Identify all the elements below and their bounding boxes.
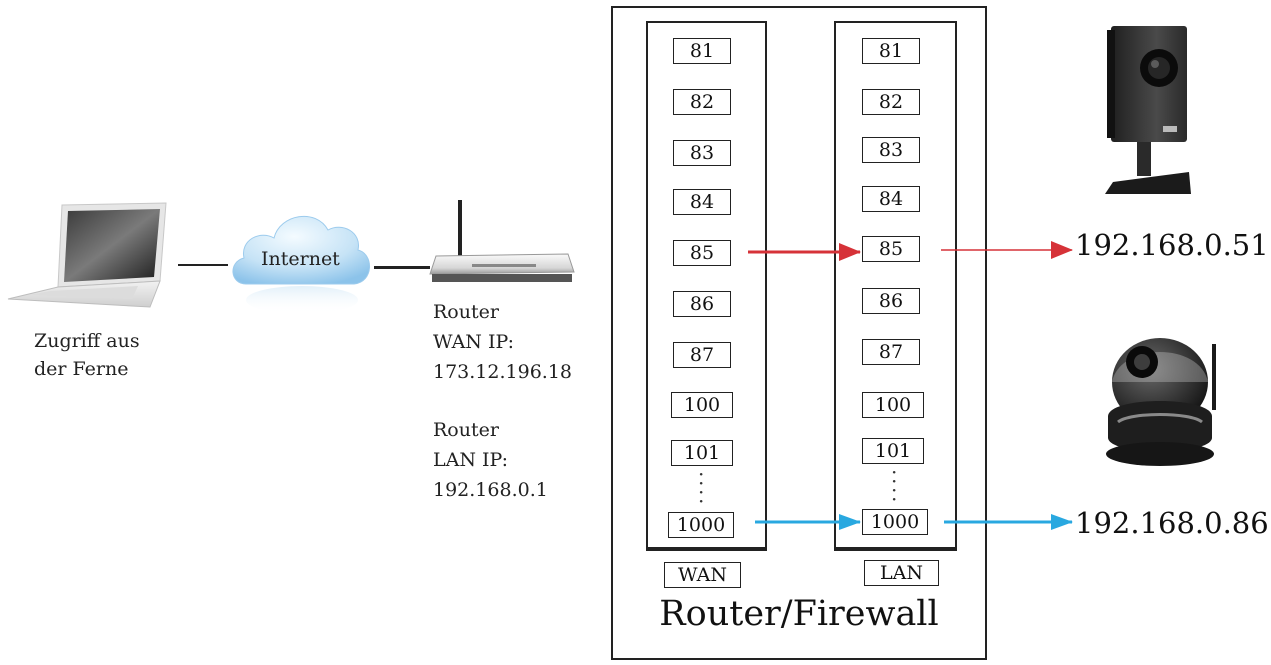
ptz-camera-icon — [1106, 338, 1216, 466]
lan-label: LAN — [864, 560, 939, 586]
laptop — [0, 195, 175, 315]
router-lan-ip: 192.168.0.1 — [433, 479, 548, 501]
router-wan-info: Router WAN IP: 173.12.196.18 — [433, 298, 572, 386]
lan-port-85: 85 — [862, 236, 920, 262]
cube-camera-icon — [1105, 26, 1191, 194]
lan-port-100: 100 — [862, 392, 924, 418]
laptop-cloud-link — [178, 264, 228, 266]
lan-port-81: 81 — [862, 38, 920, 64]
router-device — [428, 198, 576, 288]
router-lan-line1: Router — [433, 419, 499, 441]
wan-ellipsis: ···· — [698, 462, 705, 513]
wan-port-100: 100 — [671, 392, 733, 418]
wan-port-86: 86 — [673, 291, 731, 317]
router-wan-line1: Router — [433, 301, 499, 323]
router-icon — [429, 200, 575, 282]
laptop-label-line1: Zugriff aus — [34, 330, 140, 352]
wan-port-83: 83 — [673, 140, 731, 166]
wan-port-101: 101 — [671, 440, 733, 466]
laptop-label-line2: der Ferne — [34, 358, 129, 380]
laptop-label: Zugriff aus der Ferne — [34, 327, 140, 383]
router-wan-line2: WAN IP: — [433, 331, 514, 353]
cloud-icon — [232, 215, 370, 314]
router-lan-line2: LAN IP: — [433, 449, 509, 471]
camera-2 — [1090, 322, 1230, 472]
lan-port-101: 101 — [862, 438, 924, 464]
lan-port-86: 86 — [862, 288, 920, 314]
wan-port-84: 84 — [673, 189, 731, 215]
wan-port-1000: 1000 — [668, 512, 734, 538]
lan-port-84: 84 — [862, 186, 920, 212]
camera-1-ip: 192.168.0.51 — [1075, 228, 1269, 262]
router-wan-ip: 173.12.196.18 — [433, 361, 573, 383]
lan-port-87: 87 — [862, 339, 920, 365]
firewall-box — [611, 6, 987, 660]
wan-label: WAN — [664, 562, 741, 588]
cloud-router-link — [374, 266, 430, 269]
wan-port-81: 81 — [673, 38, 731, 64]
lan-port-1000: 1000 — [862, 509, 928, 535]
wan-port-85: 85 — [673, 240, 731, 266]
internet-cloud: Internet — [226, 196, 376, 324]
wan-port-82: 82 — [673, 89, 731, 115]
lan-port-82: 82 — [862, 89, 920, 115]
lan-ellipsis: ···· — [891, 460, 898, 511]
wan-port-87: 87 — [673, 342, 731, 368]
camera-1 — [1093, 22, 1193, 200]
internet-label: Internet — [261, 248, 340, 270]
camera-2-ip: 192.168.0.86 — [1075, 506, 1269, 540]
lan-port-83: 83 — [862, 137, 920, 163]
laptop-icon — [7, 202, 167, 308]
firewall-title: Router/Firewall — [659, 594, 939, 634]
router-lan-info: Router LAN IP: 192.168.0.1 — [433, 416, 548, 504]
